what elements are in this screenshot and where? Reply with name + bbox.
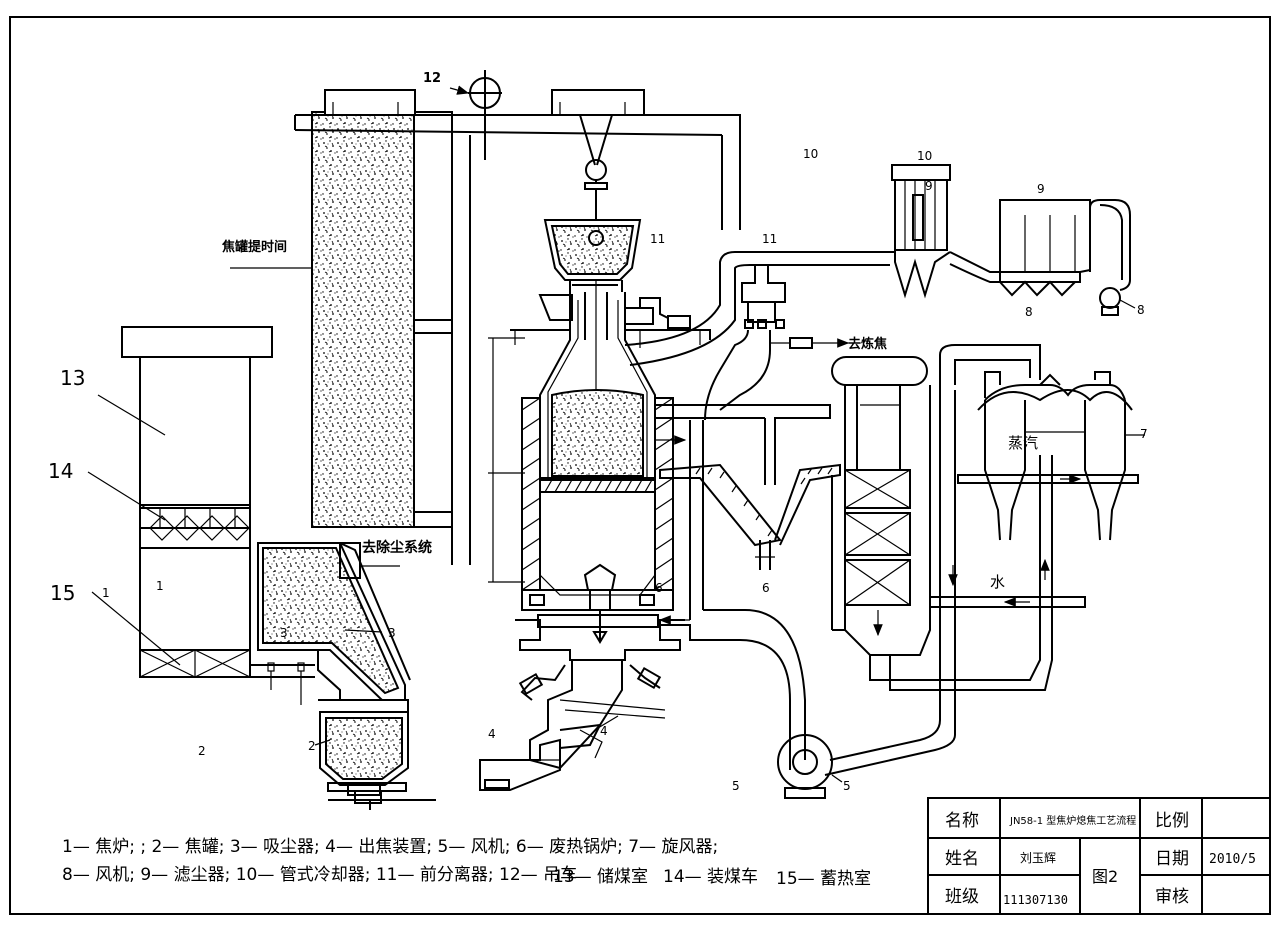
circulating-fan bbox=[777, 734, 843, 799]
coke-lift-shaft bbox=[230, 111, 471, 565]
label-5: 5 bbox=[732, 779, 740, 793]
title-date-value: 2010/5 bbox=[1209, 852, 1256, 867]
legend: 1— 焦炉; ; 2— 焦罐; 3— 吸尘器; 4— 出焦装置; 5— 风机; … bbox=[62, 837, 871, 889]
title-author-label: 姓名 bbox=[945, 849, 979, 869]
title-block: 名称 JN58-1 型焦炉熄焦工艺流程 比例 姓名 刘玉辉 图2 日期 2010… bbox=[927, 797, 1271, 915]
label-lift-shaft: 焦罐提时间 bbox=[221, 239, 287, 255]
label-7: 7 bbox=[1140, 427, 1148, 441]
label-8b: 8 bbox=[1025, 305, 1033, 319]
crane bbox=[294, 70, 741, 230]
title-name-value: JN58-1 型焦炉熄焦工艺流程 bbox=[1009, 814, 1136, 827]
label-to-coking: 去炼焦 bbox=[848, 336, 887, 352]
coke-bucket-top bbox=[543, 219, 642, 292]
part-labels: 13 14 15 1 1 2 2 3 3 4 4 5 5 6 6 7 8 8 9… bbox=[48, 71, 1148, 793]
label-6: 6 bbox=[762, 581, 770, 595]
title-review-label: 审核 bbox=[1155, 887, 1189, 907]
dimension-lines bbox=[488, 337, 525, 583]
label-11: 11 bbox=[762, 232, 777, 246]
label-10b: 10 bbox=[803, 147, 818, 161]
label-6b: 6 bbox=[655, 581, 663, 595]
label-9: 9 bbox=[1037, 182, 1045, 196]
coke-oven-battery bbox=[121, 326, 315, 705]
discharge-device bbox=[479, 660, 666, 791]
legend-item-14: 14— 装煤车 bbox=[663, 867, 758, 887]
label-2: 2 bbox=[198, 744, 206, 758]
label-2b: 2 bbox=[308, 739, 316, 753]
label-14: 14 bbox=[48, 459, 73, 483]
label-9b: 9 bbox=[925, 179, 933, 193]
label-3: 3 bbox=[388, 626, 396, 640]
legend-line-2: 8— 风机; 9— 滤尘器; 10— 管式冷却器; 11— 前分离器; 12— … bbox=[62, 865, 577, 885]
label-10: 10 bbox=[917, 149, 932, 163]
title-name-label: 名称 bbox=[945, 811, 979, 831]
label-13: 13 bbox=[60, 366, 85, 390]
label-to-dedust: 去除尘系统 bbox=[362, 539, 432, 556]
title-class-value: 111307130 bbox=[1003, 893, 1068, 907]
title-drawing-no: 图2 bbox=[1092, 867, 1118, 886]
label-4b: 4 bbox=[600, 724, 608, 738]
dust-filter bbox=[949, 199, 1131, 297]
label-15: 15 bbox=[50, 581, 75, 605]
tube-cooler bbox=[880, 164, 951, 299]
drawing-frame bbox=[9, 16, 1271, 915]
title-class-label: 班级 bbox=[945, 887, 979, 907]
cyclone-separators bbox=[957, 371, 1145, 541]
title-date-label: 日期 bbox=[1155, 849, 1189, 869]
legend-item-13: 13— 储煤室 bbox=[553, 867, 648, 887]
label-11b: 11 bbox=[650, 232, 665, 246]
label-water: 水 bbox=[990, 573, 1005, 591]
gas-ducts bbox=[624, 251, 880, 770]
label-4: 4 bbox=[488, 727, 496, 741]
pre-separator bbox=[704, 265, 850, 421]
label-steam: 蒸汽 bbox=[1008, 434, 1038, 452]
label-1: 1 bbox=[102, 586, 110, 600]
label-3b: 3 bbox=[280, 626, 288, 640]
label-5b: 5 bbox=[843, 779, 851, 793]
coke-bucket bbox=[319, 711, 436, 810]
exhaust-fan bbox=[1099, 287, 1136, 316]
waste-heat-boiler bbox=[824, 344, 1086, 776]
label-12: 12 bbox=[423, 71, 441, 86]
title-scale-label: 比例 bbox=[1155, 811, 1189, 831]
dust-catcher bbox=[257, 542, 411, 712]
title-author-value: 刘玉辉 bbox=[1020, 851, 1056, 865]
legend-item-15: 15— 蓄热室 bbox=[776, 869, 871, 889]
dry-quenching-chamber bbox=[510, 280, 711, 661]
label-1b: 1 bbox=[156, 579, 164, 593]
label-8: 8 bbox=[1137, 303, 1145, 317]
legend-line-1: 1— 焦炉; ; 2— 焦罐; 3— 吸尘器; 4— 出焦装置; 5— 风机; … bbox=[62, 837, 718, 857]
